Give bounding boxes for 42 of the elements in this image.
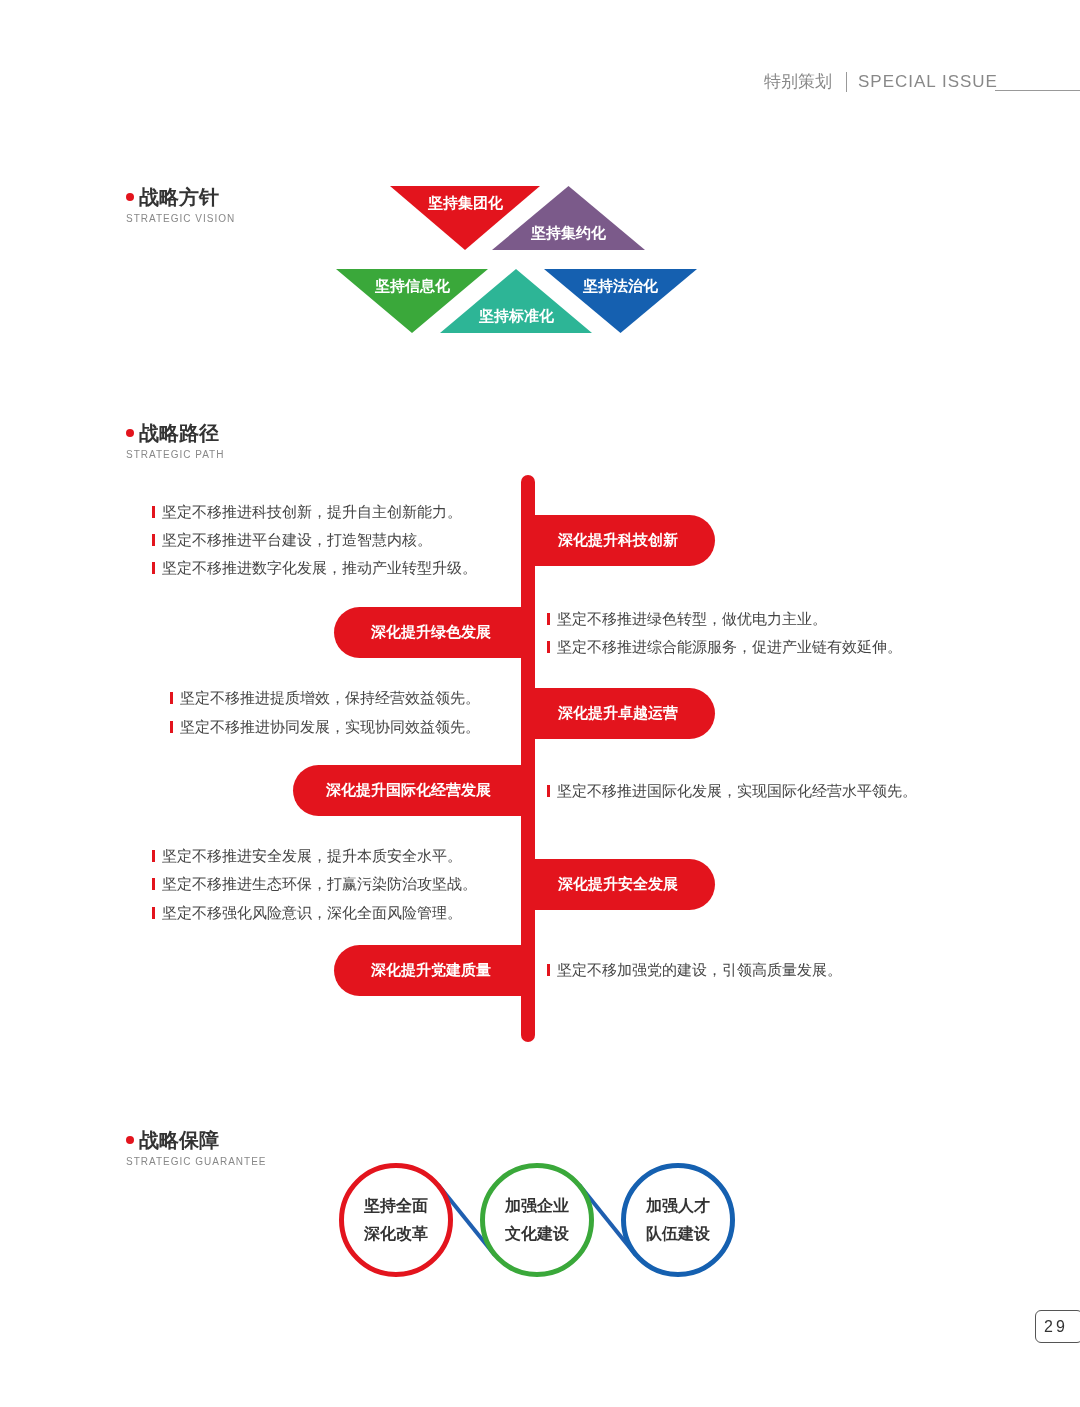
bullet-text: 坚定不移推进生态环保，打赢污染防治攻坚战。 xyxy=(152,874,477,894)
path-banner xyxy=(535,688,715,739)
banner-label: 深化提升绿色发展 xyxy=(371,623,491,642)
banner-label: 坚持集约化 xyxy=(531,224,606,242)
banner-label: 深化提升国际化经营发展 xyxy=(326,781,491,800)
circle-label: 加强人才队伍建设 xyxy=(645,1196,711,1244)
bullet-text: 坚定不移推进平台建设，打造智慧内核。 xyxy=(152,530,432,550)
section-heading: 战略方针 xyxy=(126,185,219,209)
bullet-text: 坚定不移推进综合能源服务，促进产业链有效延伸。 xyxy=(547,637,902,657)
circle-label: 加强企业文化建设 xyxy=(504,1196,570,1244)
bullet-text: 坚定不移强化风险意识，深化全面风险管理。 xyxy=(152,903,462,923)
header-text: 特别策划 xyxy=(764,72,832,92)
timeline-spine xyxy=(521,475,535,1042)
section-heading: 战略保障 xyxy=(126,1128,219,1152)
bullet-text: 坚定不移推进协同发展，实现协同效益领先。 xyxy=(170,717,480,737)
banner-label: 深化提升安全发展 xyxy=(558,875,678,894)
banner-label: 深化提升党建质量 xyxy=(371,961,491,980)
path-banner xyxy=(334,945,521,996)
bullet-text: 坚定不移加强党的建设，引领高质量发展。 xyxy=(547,960,842,980)
path-banner xyxy=(293,765,521,816)
bullet-text: 坚定不移推进数字化发展，推动产业转型升级。 xyxy=(152,558,477,578)
bullet-text: 坚定不移推进提质增效，保持经营效益领先。 xyxy=(170,688,480,708)
section-subtitle: STRATEGIC GUARANTEE xyxy=(126,1156,267,1168)
banner-label: 坚持集团化 xyxy=(427,194,503,212)
path-banner xyxy=(535,515,715,566)
banner-label: 坚持信息化 xyxy=(374,277,450,295)
section-subtitle: STRATEGIC VISION xyxy=(126,213,236,225)
section-heading: 战略路径 xyxy=(126,421,219,445)
bullet-text: 坚定不移推进国际化发展，实现国际化经营水平领先。 xyxy=(547,781,917,801)
bullet-text: 坚定不移推进安全发展，提升本质安全水平。 xyxy=(152,846,462,866)
path-banner xyxy=(535,859,715,910)
header-text: SPECIAL ISSUE xyxy=(858,72,998,92)
section-subtitle: STRATEGIC PATH xyxy=(126,449,225,461)
bullet-text: 坚定不移推进绿色转型，做优电力主业。 xyxy=(547,609,827,629)
banner-label: 坚持法治化 xyxy=(583,277,658,295)
bullet-text: 坚定不移推进科技创新，提升自主创新能力。 xyxy=(152,502,462,522)
page-number: 29 xyxy=(1035,1310,1080,1343)
banner-label: 深化提升科技创新 xyxy=(558,531,678,550)
banner-label: 深化提升卓越运营 xyxy=(558,704,678,723)
banner-label: 坚持标准化 xyxy=(478,307,554,325)
path-banner xyxy=(334,607,521,658)
circle-label: 坚持全面深化改革 xyxy=(363,1196,429,1244)
